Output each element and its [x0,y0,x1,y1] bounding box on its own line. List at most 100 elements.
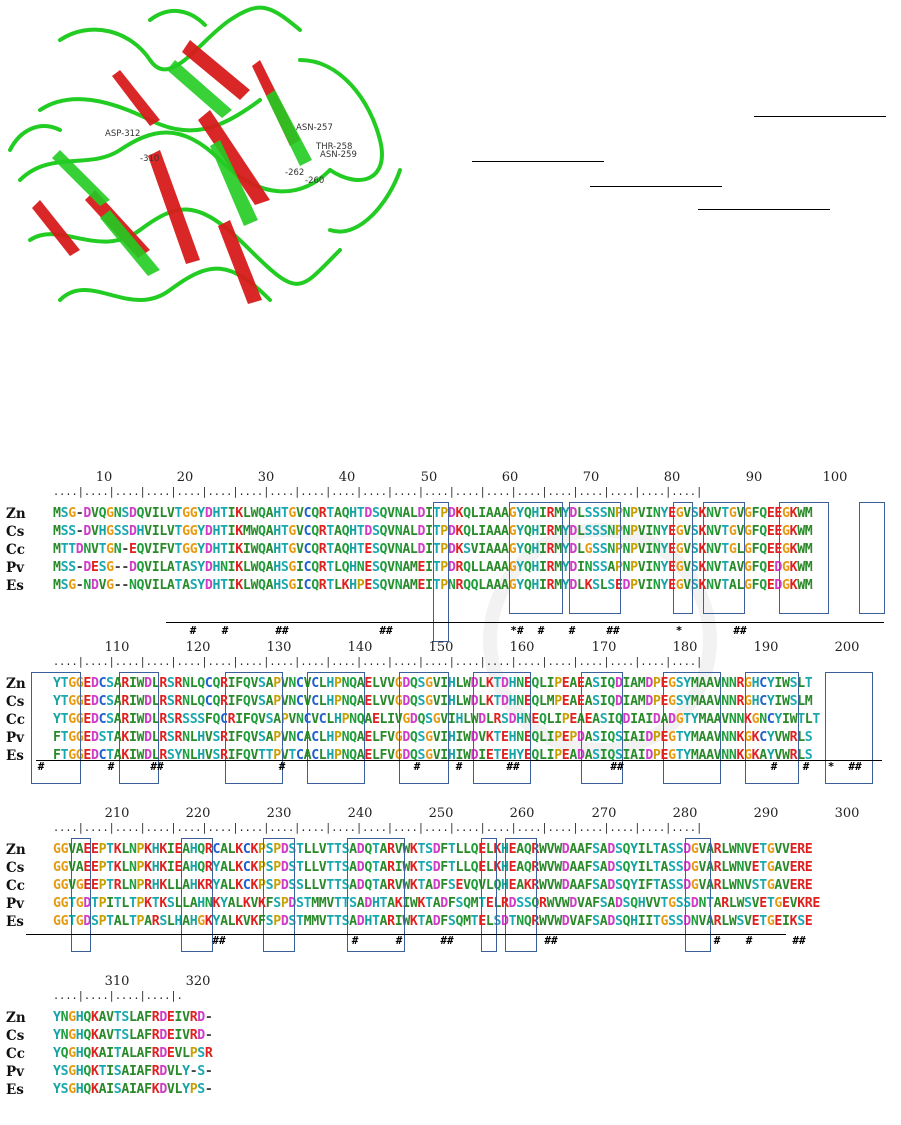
sequence: YQGHQKAITALAFRDEVLPSR [53,1046,213,1061]
species-label: Cs [6,860,25,876]
mark: ## [544,934,558,947]
mark: # [802,760,810,773]
conservation-marks: # # ## # # # ## ## # # * ## [38,760,893,774]
sequence: YNGHQKAVTSLAFRDEIVRD- [53,1010,213,1025]
species-label: Zn [6,842,26,858]
ruler-number: 150 [428,640,454,655]
underline-3 [590,186,722,187]
ruler-number: 160 [509,640,535,655]
underline-1 [754,116,886,117]
ruler-number: 210 [104,806,130,821]
species-label: Es [6,914,24,930]
species-label: Cs [6,524,25,540]
label-thr258: THR-258 [315,142,352,152]
ruler-number: 240 [347,806,373,821]
ribbon-green-sheets [52,60,312,276]
sequence-alignment: 10 20 30 40 50 60 70 80 90 100 ....|....… [6,470,896,1120]
ruler-number: 290 [753,806,779,821]
mark: * [675,624,683,637]
ruler-dots: ....|....|....|....|....|....|....|....|… [53,657,703,668]
mark: # [189,624,197,637]
species-label: Cc [6,542,25,558]
ruler-dots: ....|....|....|....|. [53,991,183,1002]
mark: ## [606,624,620,637]
label-r262: -262 [285,168,304,178]
mark: # [413,760,421,773]
mark: # [713,934,721,947]
mark: ## [150,760,164,773]
sequence: YTGGEDCSARIWDLRSRNLQCQRIFQVSAPVNCVCLHPNQ… [53,694,813,709]
ruler-number: 50 [420,470,438,485]
label-asn257: ASN-257 [296,123,333,133]
label-r310: -310 [140,154,159,164]
mark: # [455,760,463,773]
sequence: GGVAEEPTKLNPKHKIEAHQRCALKCKPSPDSTLLVTTSA… [53,842,813,857]
mark: ## [848,760,862,773]
ruler-number: 180 [672,640,698,655]
mark: ## [212,934,226,947]
ruler-number: 100 [822,470,848,485]
species-label: Es [6,578,24,594]
species-label: Pv [6,560,24,576]
ruler-number: 20 [176,470,194,485]
ruler-number: 190 [753,640,779,655]
ruler-number: 300 [834,806,860,821]
species-label: Zn [6,506,26,522]
ruler-number: 220 [185,806,211,821]
ruler-number: 170 [591,640,617,655]
species-label: Cc [6,878,25,894]
ruler-numbers: 10 20 30 40 50 60 70 80 90 100 [53,470,893,488]
conservation-baseline [166,622,884,623]
ruler-number: 70 [582,470,600,485]
seq-row-cs: Cs YTGGEDCSARIWDLRSRNLQCQRIFQVSAPVNCVCLHP… [6,694,896,711]
mark: # [278,760,286,773]
ruler-number: 200 [834,640,860,655]
ruler-numbers: 110 120 130 140 150 160 170 180 190 200 [53,640,893,658]
mark: ## [275,624,289,637]
sequence: MSS-DVHGSSDHVILVTGGYDHTIKMWQAHTGVCQRTAQH… [53,524,813,539]
seq-row-cs: Cs MSS-DVHGSSDHVILVTGGYDHTIKMWQAHTGVCQRTA… [6,524,896,541]
species-label: Pv [6,896,24,912]
seq-row-zn: Zn GGVAEEPTKLNPKHKIEAHQRCALKCKPSPDSTLLVTT… [6,842,896,859]
mark: # [221,624,229,637]
seq-row-zn: Zn YNGHQKAVTSLAFRDEIVRD- [6,1010,896,1027]
sequence: FTGGEDCTAKIWDLRSYNLHVSRIFQVTTPVTCACLHPNQ… [53,748,813,763]
ruler-dots: ....|....|....|....|....|....|....|....|… [53,487,703,498]
ruler-number: 60 [501,470,519,485]
sequence: GGVGEEPTRLNPRHKLLAHKRYALKCKPSPDSSLLVTTSA… [53,878,813,893]
label-r260: -260 [305,176,324,186]
ruler-number: 270 [591,806,617,821]
conservation-marks: # # ## ## *# # # ## * ## [53,624,893,638]
species-label: Zn [6,1010,26,1026]
ruler-number: 110 [104,640,130,655]
ruler-number: 80 [663,470,681,485]
species-label: Cs [6,694,25,710]
sequence: GGVAEEPTKLNPKHKIEAHQRYALKCKPSPDSTLLVTTSA… [53,860,813,875]
ruler-number: 140 [347,640,373,655]
ruler-number: 120 [185,640,211,655]
ruler-number: 310 [104,974,130,989]
mark: ## [792,934,806,947]
conservation-baseline [36,760,882,761]
mark: ## [506,760,520,773]
ruler-number: 40 [338,470,356,485]
mark: # [37,760,45,773]
mark: # [745,934,753,947]
sequence: YTGGEDCSARIWDLRSRNLQCQRIFQVSAPVNCVCLHPNQ… [53,676,813,691]
ruler-number: 10 [95,470,113,485]
sequence: YSGHQKTISAIAFRDVLY-S- [53,1064,213,1079]
ruler-number: 90 [745,470,763,485]
conservation-baseline [26,934,786,935]
sequence: MSG-NDVG--NQVILATASYDHTIKLWQAHSGICQRTLKH… [53,578,813,593]
species-label: Cs [6,1028,25,1044]
